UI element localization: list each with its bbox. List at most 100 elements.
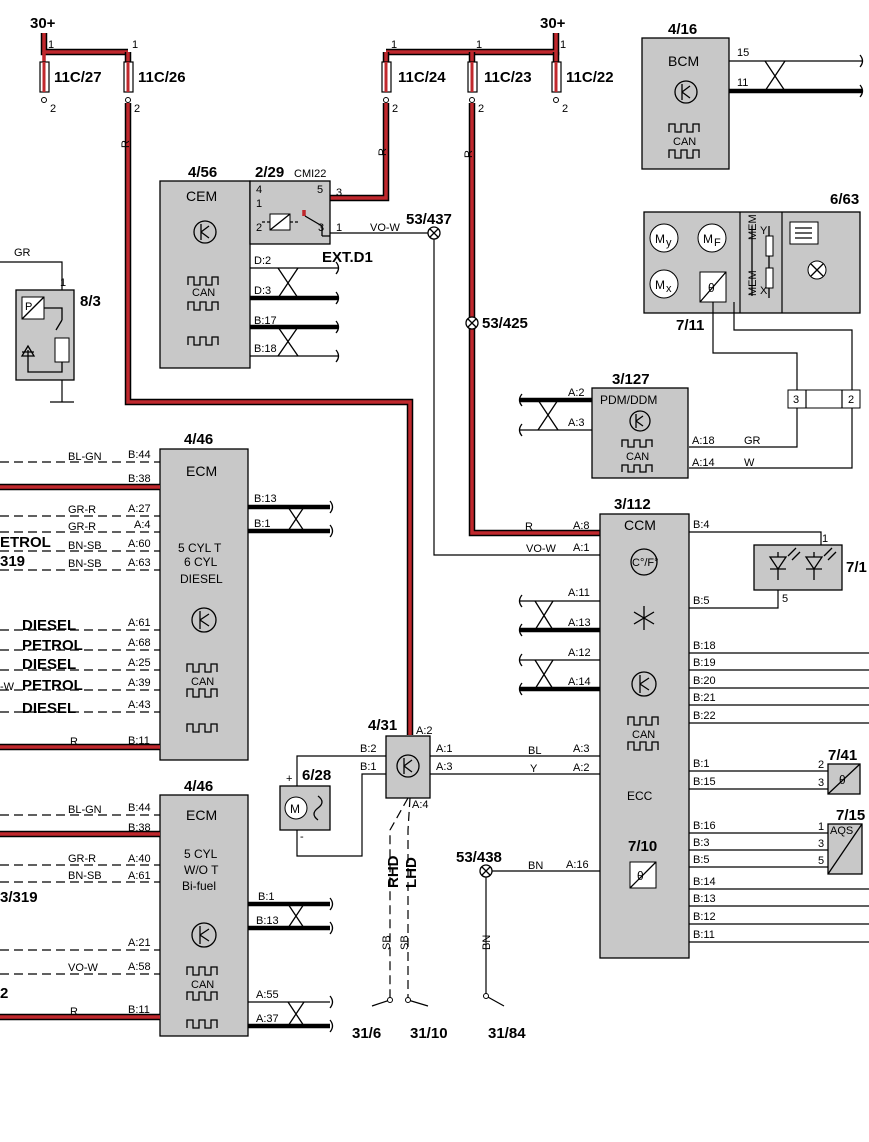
svg-text:1: 1 — [132, 39, 138, 51]
sensor-741: 7/41 2 3 θ — [818, 747, 861, 795]
svg-text:1: 1 — [256, 198, 262, 210]
cem-name: CEM — [186, 188, 217, 204]
svg-text:BL-GN: BL-GN — [68, 451, 102, 463]
svg-text:Y: Y — [760, 225, 768, 237]
svg-text:A:68: A:68 — [128, 637, 151, 649]
ccm-module: 3/112 CCM C°/F° CAN ECC 7/10 θ A:8 A:1 A… — [518, 496, 869, 959]
relay-ref: 2/29 — [255, 164, 284, 181]
svg-text:5 CYL T: 5 CYL T — [178, 541, 222, 555]
svg-text:GR: GR — [744, 435, 761, 447]
relay-229: 2/29 CMI22 4 1 2 5 3 3 1 VO-W EXT.D1 — [249, 164, 428, 266]
svg-text:B:1: B:1 — [360, 761, 377, 773]
ccm-ref: 3/112 — [614, 496, 651, 513]
svg-text:DIESEL: DIESEL — [22, 700, 76, 717]
svg-text:B:12: B:12 — [693, 911, 716, 923]
svg-text:A:3: A:3 — [568, 417, 585, 429]
svg-text:1: 1 — [818, 821, 824, 833]
bcm-ref: 4/16 — [668, 21, 697, 38]
svg-text:3: 3 — [793, 394, 799, 406]
svg-text:B:11: B:11 — [128, 1004, 150, 1016]
svg-text:B:21: B:21 — [693, 692, 716, 704]
svg-text:M: M — [290, 802, 300, 816]
fuse-11c26: 1 2 11C/26 — [123, 39, 186, 115]
svg-text:B:5: B:5 — [693, 595, 710, 607]
ecm-upper-name: ECM — [186, 463, 217, 479]
ecm-lower-name: ECM — [186, 807, 217, 823]
pdm-ddm-module: 3/127 PDM/DDM CAN A:2 A:3 A:18 A:14 — [518, 371, 715, 479]
svg-text:BN-SB: BN-SB — [68, 540, 102, 552]
svg-text:15: 15 — [737, 47, 749, 59]
svg-text:MEM: MEM — [747, 270, 759, 296]
svg-text:B:13: B:13 — [254, 493, 277, 505]
svg-text:VO-W: VO-W — [370, 222, 401, 234]
sensor-83: GR 1 P 8/3 — [0, 247, 101, 403]
svg-text:3: 3 — [818, 838, 824, 850]
feed-wire-11c26: R — [120, 103, 414, 735]
fan-icon — [313, 795, 323, 821]
svg-text:R: R — [120, 140, 132, 148]
svg-text:B:16: B:16 — [693, 820, 716, 832]
svg-text:ECC: ECC — [627, 789, 653, 803]
fuse-11c24: 1 2 11C/24 — [381, 39, 446, 115]
svg-text:CAN: CAN — [632, 729, 655, 741]
svg-text:A:2: A:2 — [416, 725, 433, 737]
svg-text:B:17: B:17 — [254, 315, 277, 327]
svg-text:A:55: A:55 — [256, 989, 279, 1001]
svg-text:319: 319 — [0, 553, 25, 570]
svg-text:PETROL: PETROL — [22, 677, 83, 694]
unit-663: 6/63 M y M F M x θ MEM Y MEM X 7/11 — [643, 191, 861, 390]
unit-663-ref: 6/63 — [830, 191, 859, 208]
svg-text:-W: -W — [0, 681, 15, 693]
svg-text:VO-W: VO-W — [68, 962, 99, 974]
svg-text:θ: θ — [637, 869, 644, 883]
svg-text:B:4: B:4 — [693, 519, 710, 531]
splice-53-437: 53/437 VO-W — [406, 211, 600, 556]
svg-text:A:8: A:8 — [573, 520, 590, 532]
sensor-741-ref: 7/41 — [828, 747, 857, 764]
ecm-upper: 4/46 ECM 5 CYL T 6 CYL DIESEL CAN B:44 B… — [0, 431, 334, 761]
splice-53-438: 53/438 BN BN — [456, 849, 600, 996]
svg-text:DIESEL: DIESEL — [22, 617, 76, 634]
fuse-label-11c23: 11C/23 — [484, 69, 532, 86]
sensor-711-ref: 7/11 — [676, 317, 704, 334]
svg-text:2: 2 — [50, 103, 56, 115]
sensor-715-ref: 7/15 — [836, 807, 865, 824]
blower-motor-628: 6/28 + - M — [279, 767, 331, 843]
svg-text:B:18: B:18 — [693, 640, 716, 652]
svg-text:5: 5 — [317, 184, 323, 196]
svg-text:2: 2 — [134, 103, 140, 115]
svg-text:B:44: B:44 — [128, 802, 151, 814]
svg-text:W/O T: W/O T — [184, 863, 219, 877]
svg-text:B:19: B:19 — [693, 657, 716, 669]
transistor-icon — [631, 671, 657, 697]
svg-text:1: 1 — [560, 39, 566, 51]
pdm-name: PDM/DDM — [600, 393, 657, 407]
svg-text:X: X — [760, 285, 768, 297]
svg-text:31/6: 31/6 — [352, 1025, 381, 1042]
svg-text:RHD: RHD — [385, 855, 402, 888]
svg-text:A:37: A:37 — [256, 1013, 279, 1025]
svg-text:B:5: B:5 — [693, 854, 710, 866]
svg-text:5 CYL: 5 CYL — [184, 847, 218, 861]
svg-text:A:61: A:61 — [128, 870, 151, 882]
svg-text:1: 1 — [391, 39, 397, 51]
svg-text:B:15: B:15 — [693, 776, 716, 788]
svg-text:F: F — [714, 237, 721, 249]
svg-text:A:14: A:14 — [692, 457, 715, 469]
svg-text:53/437: 53/437 — [406, 211, 452, 228]
svg-text:B:2: B:2 — [360, 743, 377, 755]
svg-text:CAN: CAN — [192, 287, 215, 299]
cem-module: 4/56 CEM CAN D:2 D:3 B:17 B:18 — [159, 164, 340, 369]
svg-text:B:13: B:13 — [256, 915, 279, 927]
svg-text:Bi-fuel: Bi-fuel — [182, 879, 216, 893]
svg-text:31/84: 31/84 — [488, 1025, 526, 1042]
bcm-name: BCM — [668, 53, 699, 69]
svg-text:B:3: B:3 — [693, 837, 710, 849]
svg-text:3/319: 3/319 — [0, 889, 38, 906]
svg-text:B:11: B:11 — [693, 929, 715, 941]
svg-text:θ: θ — [708, 281, 715, 295]
svg-text:CAN: CAN — [626, 451, 649, 463]
supply-label-right: 30+ — [540, 15, 566, 32]
svg-text:7/10: 7/10 — [628, 838, 657, 855]
svg-text:B:20: B:20 — [693, 675, 716, 687]
